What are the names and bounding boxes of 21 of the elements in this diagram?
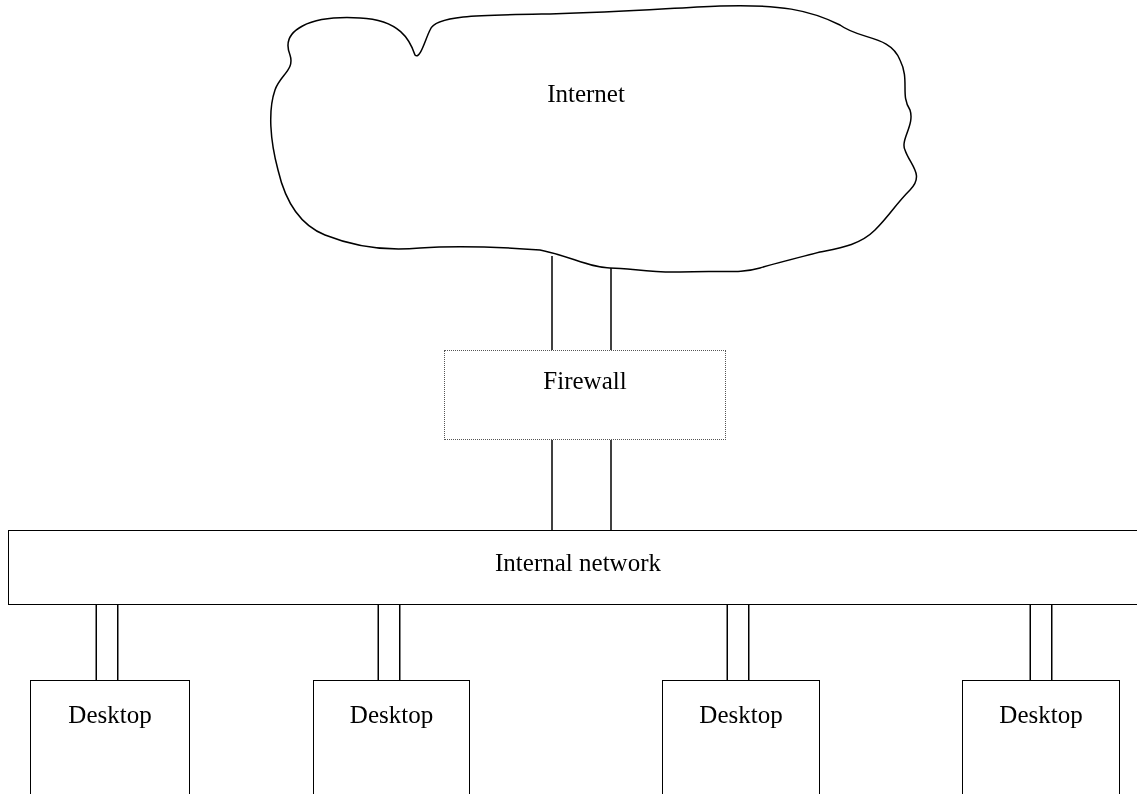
node-label: Firewall (542, 366, 628, 396)
node-label: Desktop (698, 700, 784, 730)
network-bar (8, 530, 1137, 605)
double-line-connector (377, 605, 401, 680)
node-label: Desktop (348, 700, 435, 730)
connector-line (610, 439, 612, 531)
double-line-connector (726, 605, 750, 680)
firewall-box (444, 350, 726, 440)
desktop-box (313, 680, 470, 794)
node-label: Internal network (494, 548, 662, 578)
node-label: Internet (546, 79, 626, 109)
connector-line (610, 267, 612, 351)
connector-line (551, 255, 553, 351)
desktop-box (30, 680, 190, 794)
connector-line (551, 439, 553, 531)
double-line-connector (95, 605, 119, 680)
node-label: Desktop (998, 700, 1084, 730)
desktop-box (662, 680, 820, 794)
node-label: Desktop (67, 700, 153, 730)
double-line-connector (1029, 605, 1053, 680)
desktop-box (962, 680, 1120, 794)
